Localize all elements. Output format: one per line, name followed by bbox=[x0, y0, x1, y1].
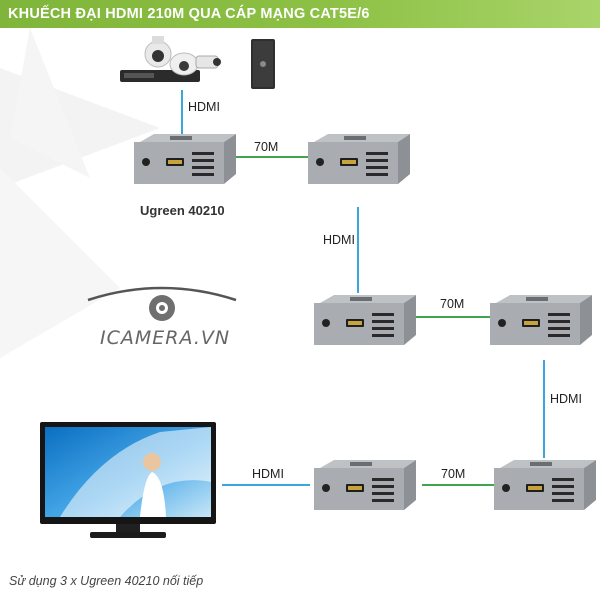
link-label-70m-1: 70M bbox=[254, 140, 279, 154]
hdmi-cable-2 bbox=[357, 207, 359, 293]
extender-box-icon bbox=[314, 295, 416, 345]
cat-cable-3 bbox=[422, 484, 494, 486]
extender-box-icon bbox=[494, 460, 596, 510]
link-label-70m-2: 70M bbox=[440, 297, 465, 311]
extender-box-icon bbox=[490, 295, 592, 345]
hdmi-cable-tv bbox=[222, 484, 310, 486]
security-cameras-icon bbox=[120, 36, 221, 82]
link-label-70m-3: 70M bbox=[441, 467, 466, 481]
background-rays-decoration bbox=[0, 28, 160, 358]
extender-box-icon bbox=[134, 134, 236, 184]
desktop-pc-icon bbox=[251, 39, 275, 89]
hdmi-cable-source bbox=[181, 90, 183, 136]
link-label-hdmi-2: HDMI bbox=[323, 233, 355, 247]
cat-cable-2 bbox=[416, 316, 490, 318]
link-label-hdmi-source: HDMI bbox=[188, 100, 220, 114]
device-model-label: Ugreen 40210 bbox=[140, 203, 225, 218]
link-label-hdmi-3: HDMI bbox=[550, 392, 582, 406]
extender-box-icon bbox=[308, 134, 410, 184]
logo-text: ICAMERA.VN bbox=[100, 327, 231, 349]
footer-caption: Sử dụng 3 x Ugreen 40210 nối tiếp bbox=[9, 574, 204, 588]
link-label-hdmi-tv: HDMI bbox=[252, 467, 284, 481]
cat-cable-1 bbox=[236, 156, 308, 158]
extender-box-icon bbox=[314, 460, 416, 510]
hdmi-cable-3 bbox=[543, 360, 545, 458]
tv-icon bbox=[40, 422, 216, 538]
camera-aperture-logo-icon bbox=[87, 286, 237, 321]
page-title: KHUẾCH ĐẠI HDMI 210M QUA CÁP MẠNG CAT5E/… bbox=[0, 0, 600, 28]
